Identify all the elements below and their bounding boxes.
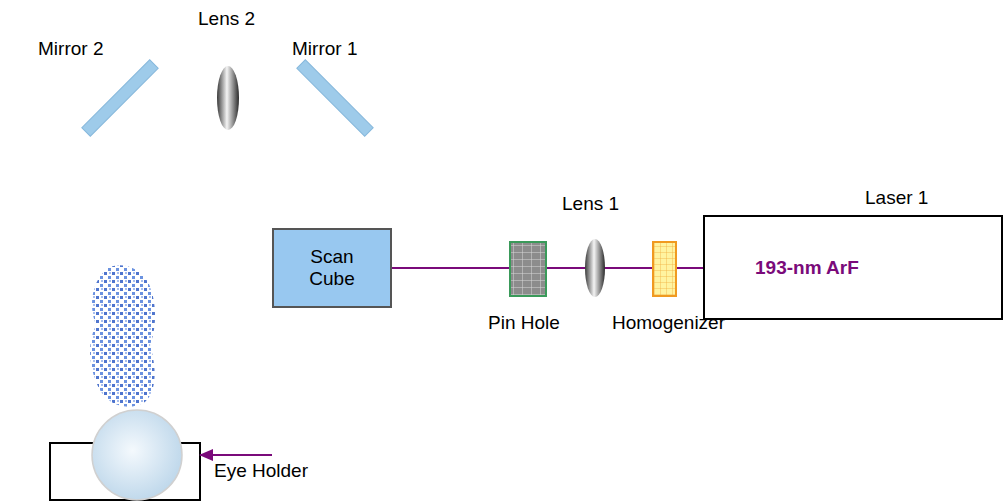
homogenizer (653, 242, 676, 296)
node-heading: Laser 1 (865, 187, 928, 209)
ablation-plume (90, 265, 155, 406)
laser-beam (200, 454, 272, 456)
mirror (297, 60, 373, 136)
pin-hole (510, 242, 546, 296)
lens (585, 239, 605, 297)
part-label: Homogenizer (612, 312, 725, 334)
node-label: Scan Cube (300, 246, 364, 290)
part-label: Pin Hole (488, 312, 560, 334)
eye-holder: Eye Holder (50, 410, 200, 500)
laser-box: Laser 1193-nm ArF (703, 215, 1003, 320)
part-label: Lens 1 (562, 193, 619, 215)
scan-cube: Scan Cube (272, 228, 392, 308)
node-label: Eye Holder (214, 460, 308, 482)
lens (217, 66, 239, 130)
node-label: 193-nm ArF (755, 257, 859, 279)
mirror (82, 60, 158, 136)
part-label: Lens 2 (198, 8, 255, 30)
eye (92, 410, 182, 500)
part-label: Mirror 1 (292, 38, 357, 60)
part-label: Mirror 2 (38, 38, 103, 60)
